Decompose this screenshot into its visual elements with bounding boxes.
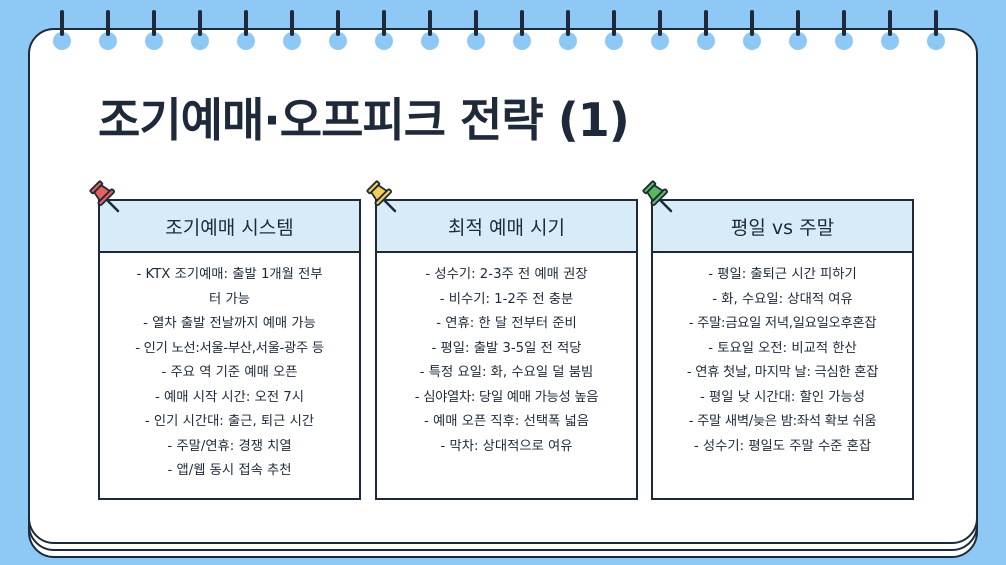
list-item: - 평일: 출발 3-5일 전 적당	[431, 340, 582, 356]
binding-ring	[559, 10, 577, 50]
binding-ring	[53, 10, 71, 50]
binding-ring	[375, 10, 393, 50]
binding-ring	[145, 10, 163, 50]
card-body: - 평일: 출퇴근 시간 피하기 - 화, 수요일: 상대적 여유 - 주말:금…	[651, 251, 914, 500]
list-item: - 인기 노선:서울-부산,서울-광주 등	[135, 340, 324, 356]
list-item: - 성수기: 2-3주 전 예매 권장	[425, 267, 588, 282]
spiral-binding	[0, 0, 1006, 60]
list-item: - 막차: 상대적으로 여유	[440, 438, 573, 454]
binding-ring	[283, 10, 301, 50]
list-item: - 화, 수요일: 상대적 여유	[712, 291, 853, 307]
binding-ring	[789, 10, 807, 50]
binding-ring	[835, 10, 853, 50]
green-pushpin-icon	[642, 180, 673, 213]
page-title: 조기예매·오프피크 전략 (1)	[98, 93, 630, 147]
binding-ring	[743, 10, 761, 50]
list-item: - 예매 시작 시간: 오전 7시	[155, 389, 304, 405]
list-item: - 평일 낮 시간대: 할인 가능성	[700, 389, 865, 405]
list-item: - 주말:금요일 저녁,일요일오후혼잡	[688, 316, 877, 331]
list-item: - 앱/웹 동시 접속 추천	[167, 463, 292, 478]
card-body: - KTX 조기예매: 출발 1개월 전부 터 가능 - 열차 출발 전날까지 …	[98, 251, 361, 500]
list-item: - KTX 조기예매: 출발 1개월 전부	[136, 267, 323, 282]
binding-ring	[99, 10, 117, 50]
binding-ring	[191, 10, 209, 50]
list-item: - 비수기: 1-2주 전 충분	[439, 291, 574, 307]
card-body: - 성수기: 2-3주 전 예매 권장 - 비수기: 1-2주 전 충분 - 연…	[375, 251, 638, 500]
list-item: 터 가능	[209, 291, 250, 307]
binding-ring	[467, 10, 485, 50]
list-item: - 연휴: 한 달 전부터 준비	[436, 316, 577, 331]
yellow-pushpin-icon	[366, 180, 397, 213]
binding-ring	[697, 10, 715, 50]
binding-ring	[329, 10, 347, 50]
binding-ring	[927, 10, 945, 50]
card-heading: 최적 예매 시기	[375, 199, 638, 253]
list-item: - 토요일 오전: 비교적 한산	[708, 340, 857, 356]
card-weekday-vs-weekend: 평일 vs 주말 - 평일: 출퇴근 시간 피하기 - 화, 수요일: 상대적 …	[642, 180, 914, 500]
red-pushpin-icon	[89, 180, 120, 213]
list-item: - 주말 새벽/늦은 밤:좌석 확보 쉬움	[688, 414, 877, 429]
list-item: - 인기 시간대: 출근, 퇴근 시간	[144, 414, 315, 429]
binding-ring	[421, 10, 439, 50]
card-best-booking-time: 최적 예매 시기 - 성수기: 2-3주 전 예매 권장 - 비수기: 1-2주…	[366, 180, 638, 500]
card-early-booking: 조기예매 시스템 - KTX 조기예매: 출발 1개월 전부 터 가능 - 열차…	[89, 180, 361, 500]
list-item: - 특정 요일: 화, 수요일 덜 붐빔	[419, 365, 594, 380]
list-item: - 심야열차: 당일 예매 가능성 높음	[414, 389, 599, 405]
list-item: - 열차 출발 전날까지 예매 가능	[143, 316, 316, 331]
list-item: - 연휴 첫날, 마지막 날: 극심한 혼잡	[686, 365, 879, 380]
binding-ring	[881, 10, 899, 50]
card-heading: 평일 vs 주말	[651, 199, 914, 253]
binding-ring	[237, 10, 255, 50]
binding-ring	[513, 10, 531, 50]
card-heading: 조기예매 시스템	[98, 199, 361, 253]
binding-ring	[651, 10, 669, 50]
list-item: - 평일: 출퇴근 시간 피하기	[708, 267, 857, 282]
list-item: - 성수기: 평일도 주말 수준 혼잡	[693, 438, 872, 454]
binding-ring	[605, 10, 623, 50]
list-item: - 주요 역 기준 예매 오픈	[161, 365, 298, 380]
list-item: - 예매 오픈 직후: 선택폭 넓음	[424, 414, 589, 429]
list-item: - 주말/연휴: 경쟁 치열	[167, 438, 292, 454]
